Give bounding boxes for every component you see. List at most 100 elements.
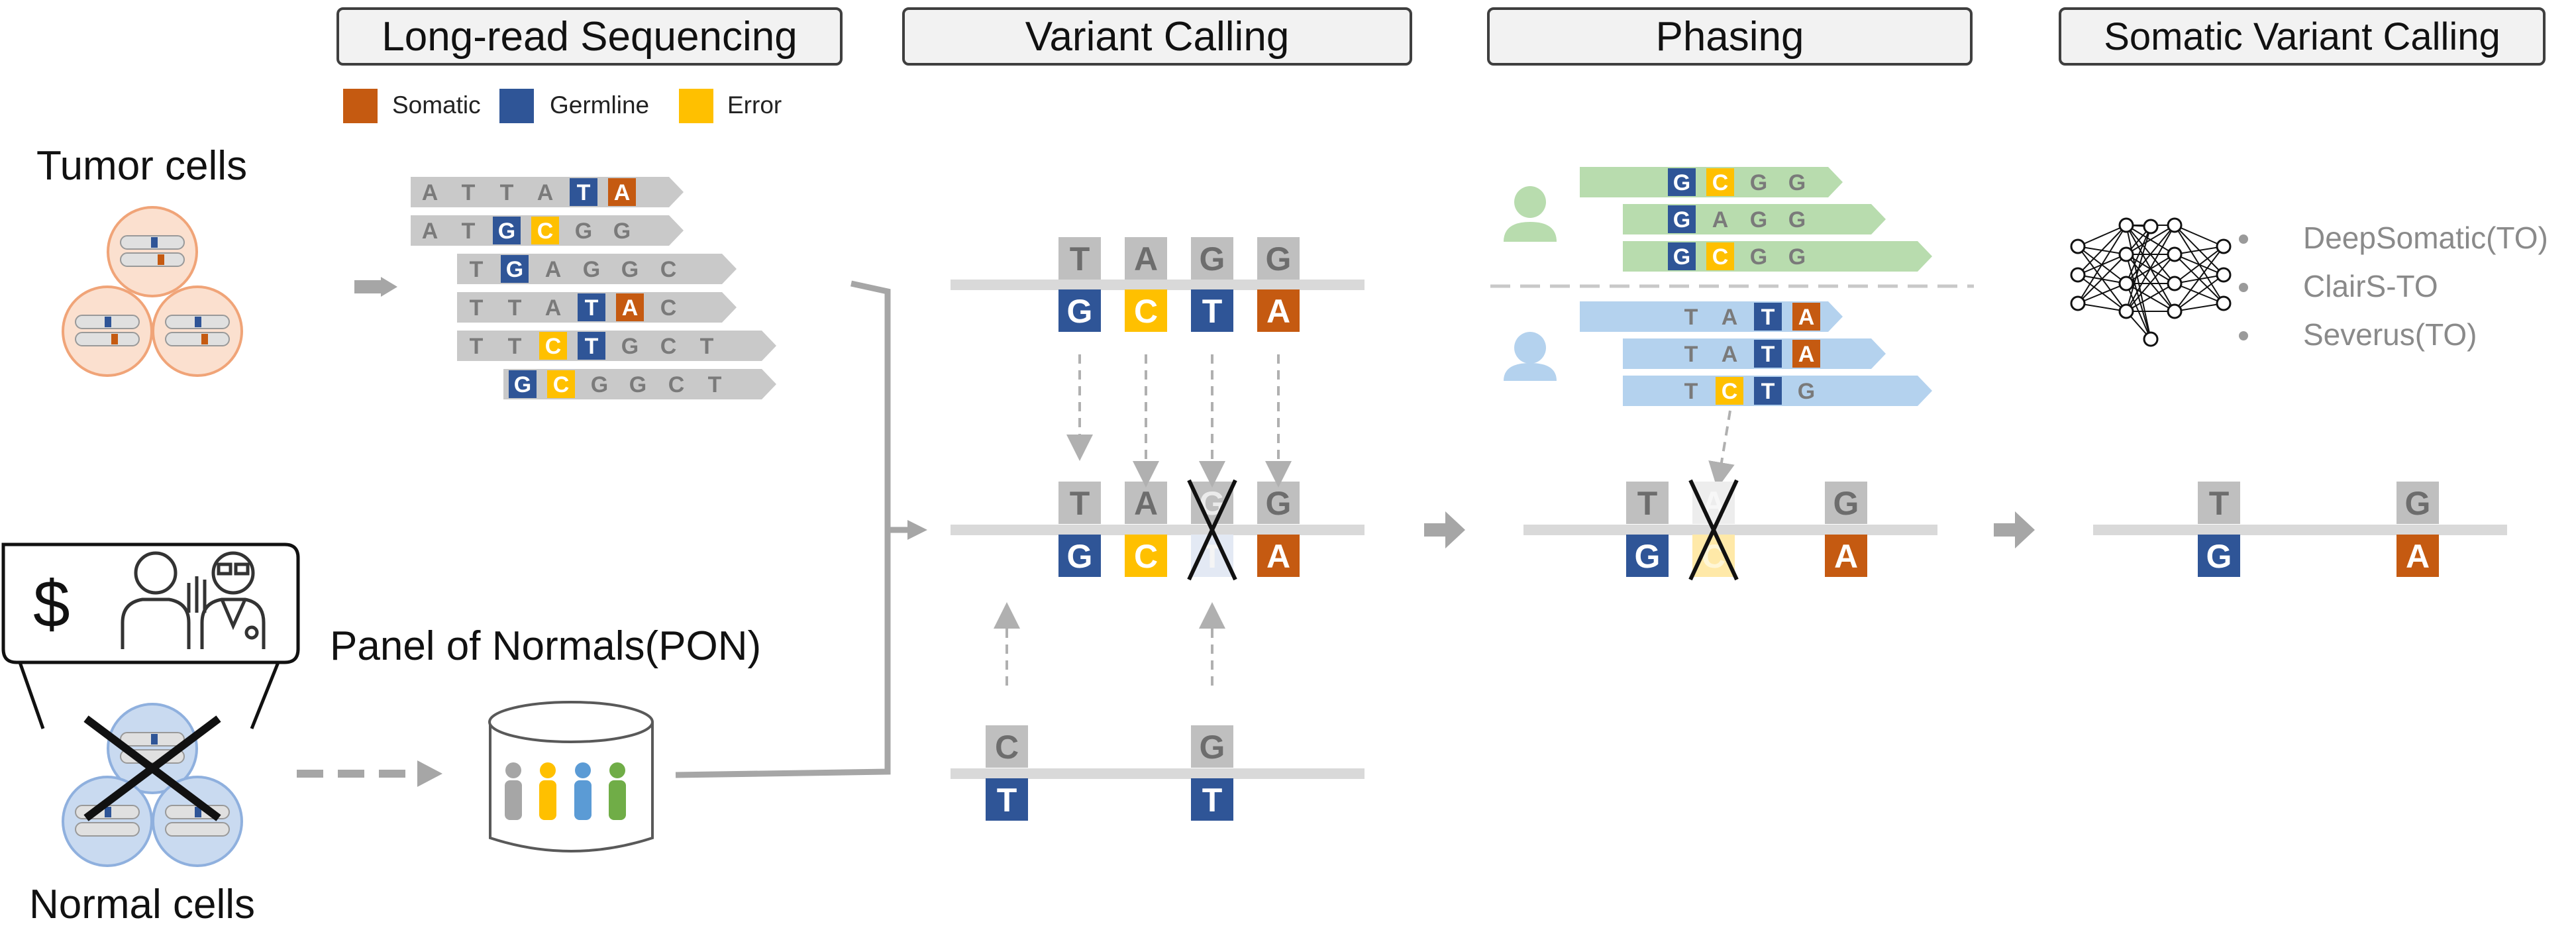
svg-text:T: T [708, 372, 722, 397]
svg-text:C: C [1134, 293, 1158, 330]
phased-base: G [1750, 207, 1767, 232]
read-base: T [462, 180, 476, 205]
alt-base: G [1058, 289, 1101, 332]
read-base: A [537, 180, 554, 205]
svg-text:G: G [2405, 485, 2431, 522]
svg-text:G: G [1200, 485, 1225, 522]
alt-base: G [1058, 535, 1101, 577]
tool-bullet [2239, 234, 2248, 244]
svg-text:G: G [1266, 240, 1292, 278]
read-base: A [608, 178, 636, 206]
svg-text:T: T [462, 180, 476, 205]
svg-text:A: A [1712, 207, 1729, 232]
read-base: C [531, 217, 559, 244]
phased-base: A [1792, 340, 1820, 368]
phased-base: G [1668, 168, 1696, 196]
phased-base: T [1754, 303, 1782, 331]
svg-text:G: G [613, 219, 631, 244]
phased-base: G [1788, 244, 1806, 270]
svg-text:A: A [422, 180, 438, 205]
phased-base: T [1684, 342, 1698, 367]
read-base: G [613, 219, 631, 244]
svg-text:G: G [621, 334, 639, 359]
read-base: T [470, 295, 484, 321]
svg-text:T: T [577, 180, 591, 205]
phased-base: C [1716, 377, 1743, 405]
svg-text:G: G [1673, 207, 1690, 232]
read-base: C [539, 332, 567, 360]
svg-text:C: C [1722, 379, 1738, 404]
svg-text:C: C [1712, 244, 1729, 270]
svg-text:T: T [1637, 485, 1658, 522]
alt-base: C [1125, 535, 1167, 577]
svg-text:A: A [614, 180, 631, 205]
ref-base: A [1125, 237, 1167, 280]
svg-text:C: C [553, 372, 570, 397]
tool-bullet [2239, 283, 2248, 292]
svg-text:T: T [1070, 485, 1090, 522]
header-somatic-variant-calling: Somatic Variant Calling [2059, 7, 2546, 66]
svg-text:A: A [1798, 305, 1815, 330]
read-base: T [708, 372, 722, 397]
svg-text:T: T [470, 257, 484, 282]
read-base: T [578, 293, 605, 321]
ref-base: G [1257, 482, 1300, 524]
svg-text:G: G [506, 257, 523, 282]
pon-database-icon [488, 701, 654, 852]
phased-base: A [1712, 207, 1729, 232]
ref-base: G [1257, 237, 1300, 280]
svg-text:G: G [1788, 207, 1806, 232]
svg-text:A: A [545, 295, 562, 321]
svg-text:G: G [1750, 170, 1767, 195]
svg-text:G: G [1673, 170, 1690, 195]
svg-text:A: A [1834, 538, 1858, 575]
svg-text:C: C [1712, 170, 1729, 195]
phased-base: T [1684, 305, 1698, 330]
read-base: C [547, 370, 575, 398]
legend-error-swatch [679, 89, 713, 123]
tumor-cells-icon [62, 206, 243, 377]
svg-text:A: A [1722, 305, 1738, 330]
read-base: T [570, 178, 597, 206]
svg-text:T: T [585, 334, 599, 359]
svg-text:G: G [1673, 244, 1690, 270]
alt-base: A [1257, 535, 1300, 577]
legend-somatic-label: Somatic [392, 91, 481, 119]
dollar-icon: $ [33, 567, 70, 641]
filtered-cross [1187, 479, 1237, 581]
alt-base: C [1125, 289, 1167, 332]
alt-base: T [1191, 535, 1233, 577]
svg-text:G: G [591, 372, 608, 397]
svg-text:T: T [1761, 379, 1775, 404]
final-ref-base: G [2396, 482, 2439, 524]
svg-text:A: A [422, 219, 438, 244]
svg-text:T: T [508, 295, 522, 321]
haplotype-1-person-icon [1504, 186, 1557, 242]
read-base: T [470, 257, 484, 282]
svg-text:A: A [1266, 293, 1290, 330]
ref-base: T [1626, 482, 1669, 524]
tumor-cells-label: Tumor cells [36, 143, 248, 189]
svg-text:G: G [1266, 485, 1292, 522]
svg-text:T: T [1761, 305, 1775, 330]
svg-text:G: G [1635, 538, 1661, 575]
legend-error-label: Error [727, 91, 782, 119]
header-phasing: Phasing [1487, 7, 1973, 66]
svg-text:G: G [1798, 379, 1815, 404]
ref-base: T [1058, 237, 1101, 280]
pon-ref-base: C [986, 725, 1028, 768]
read-base: T [470, 334, 484, 359]
svg-text:T: T [1684, 379, 1698, 404]
phased-base: G [1750, 170, 1767, 195]
svg-text:T: T [1684, 305, 1698, 330]
svg-text:G: G [1750, 207, 1767, 232]
svg-text:G: G [1200, 729, 1225, 766]
svg-text:C: C [1134, 538, 1158, 575]
svg-text:C: C [668, 372, 685, 397]
svg-text:T: T [1070, 240, 1090, 278]
svg-text:C: C [995, 729, 1019, 766]
svg-text:A: A [622, 295, 639, 321]
svg-text:T: T [1202, 293, 1223, 330]
svg-text:T: T [470, 295, 484, 321]
